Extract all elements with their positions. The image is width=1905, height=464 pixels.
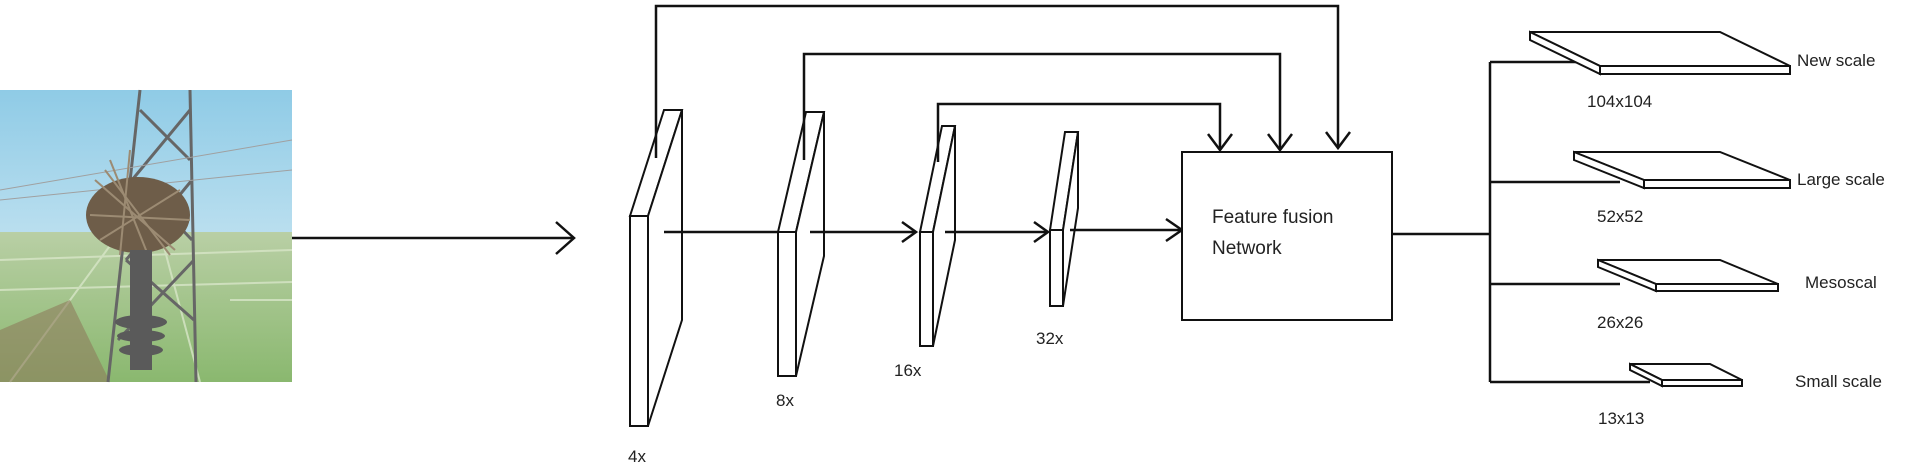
- stage-label-32x: 32x: [1036, 329, 1064, 348]
- output-plate-mesoscal: [1597, 258, 1779, 293]
- output-name-small-scale: Small scale: [1795, 372, 1882, 391]
- skip-connection-4x: [654, 4, 1351, 158]
- stage-label-16x: 16x: [894, 361, 922, 380]
- output-plate-large-scale: [1573, 150, 1791, 190]
- output-plate-small-scale: [1629, 362, 1743, 388]
- flow-arrow-2: [810, 220, 919, 244]
- flow-arrow-4: [1070, 217, 1185, 243]
- layer-4x: [628, 109, 684, 427]
- output-size-mesoscal: 26x26: [1597, 313, 1643, 332]
- stage-label-8x: 8x: [776, 391, 794, 410]
- flow-arrow-3: [945, 220, 1051, 244]
- feature-fusion-box: Feature fusion Network: [1181, 151, 1393, 321]
- output-name-mesoscal: Mesoscal: [1805, 273, 1877, 292]
- layer-32x: [1048, 131, 1080, 307]
- input-image: [0, 89, 293, 383]
- output-size-small-scale: 13x13: [1598, 409, 1644, 428]
- output-name-large-scale: Large scale: [1797, 170, 1885, 189]
- skip-connection-8x: [802, 52, 1293, 160]
- stage-label-4x: 4x: [628, 447, 646, 464]
- output-size-new-scale: 104x104: [1587, 92, 1652, 111]
- layer-8x: [776, 111, 826, 377]
- fusion-label-line1: Feature fusion: [1212, 207, 1333, 228]
- skip-connection-16x: [936, 102, 1233, 162]
- layer-16x: [918, 125, 957, 347]
- output-name-new-scale: New scale: [1797, 51, 1875, 70]
- fusion-label-line2: Network: [1212, 238, 1282, 259]
- output-plate-new-scale: [1529, 30, 1791, 76]
- input-arrow: [292, 221, 576, 255]
- output-size-large-scale: 52x52: [1597, 207, 1643, 226]
- output-branch-lines: [1392, 60, 1650, 384]
